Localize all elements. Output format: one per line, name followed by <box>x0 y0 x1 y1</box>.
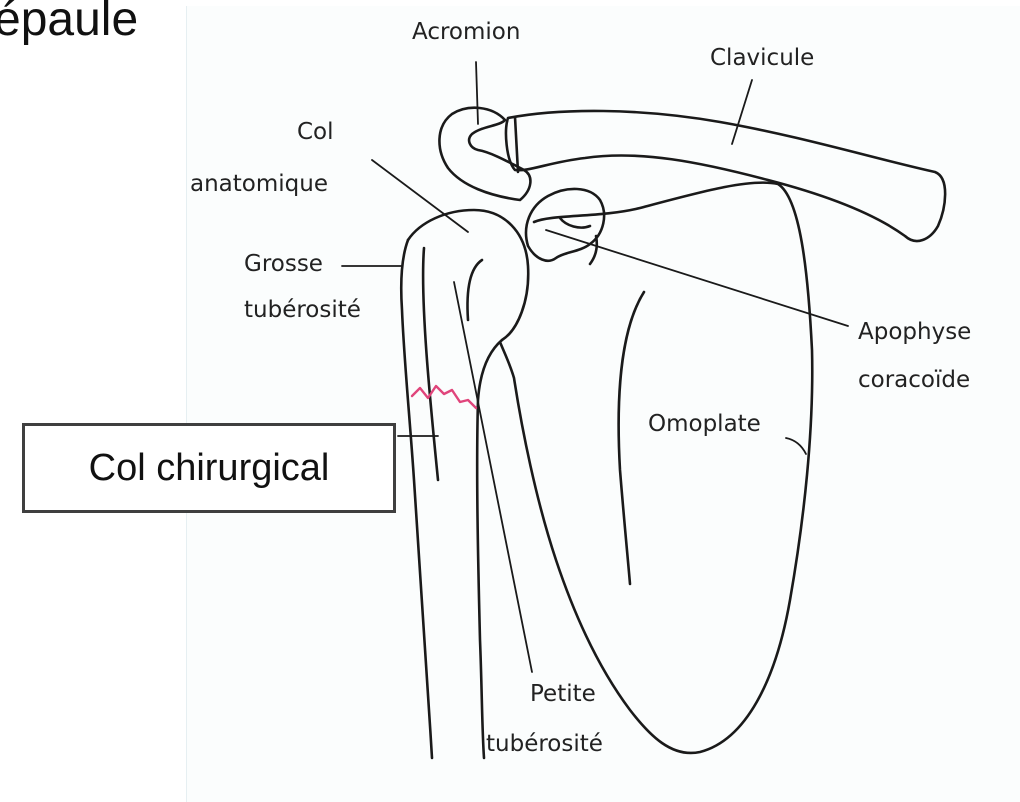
label-petite-tuberosite-line1: Petite <box>530 680 596 708</box>
leader-col-anatomique <box>372 160 468 232</box>
label-grosse-tuberosite-line1: Grosse <box>244 250 323 278</box>
leader-acromion <box>476 62 478 124</box>
leader-clavicule <box>732 80 752 144</box>
label-omoplate: Omoplate <box>648 410 761 438</box>
humerus-lateral-edge <box>401 240 432 758</box>
label-petite-tuberosite-line2: tubérosité <box>486 730 603 758</box>
humerus-inner-line <box>423 248 438 480</box>
humerus-medial-edge <box>477 340 502 758</box>
label-clavicule: Clavicule <box>710 44 814 72</box>
leader-omoplate <box>786 438 806 454</box>
callout-col-chirurgical: Col chirurgical <box>22 423 396 513</box>
label-apophyse-coracoide-line2: coracoïde <box>858 366 970 394</box>
label-col-anatomique-line1: Col <box>297 118 334 146</box>
clavicle-acromion-joint <box>515 117 518 172</box>
humeral-head-inner-curve <box>468 260 482 320</box>
scapula-outline <box>500 183 812 753</box>
clavicle-bone <box>506 111 945 241</box>
label-grosse-tuberosite-line2: tubérosité <box>244 296 361 324</box>
label-apophyse-coracoide-line1: Apophyse <box>858 318 971 346</box>
coracoid-inner-line <box>560 218 590 228</box>
leader-petite-tuberosite <box>454 282 532 672</box>
label-acromion: Acromion <box>412 18 520 46</box>
label-col-anatomique-line2: anatomique <box>190 170 328 198</box>
scapula-spine-curve <box>619 292 644 584</box>
coracoid-process <box>526 189 604 261</box>
fracture-line <box>412 386 476 408</box>
